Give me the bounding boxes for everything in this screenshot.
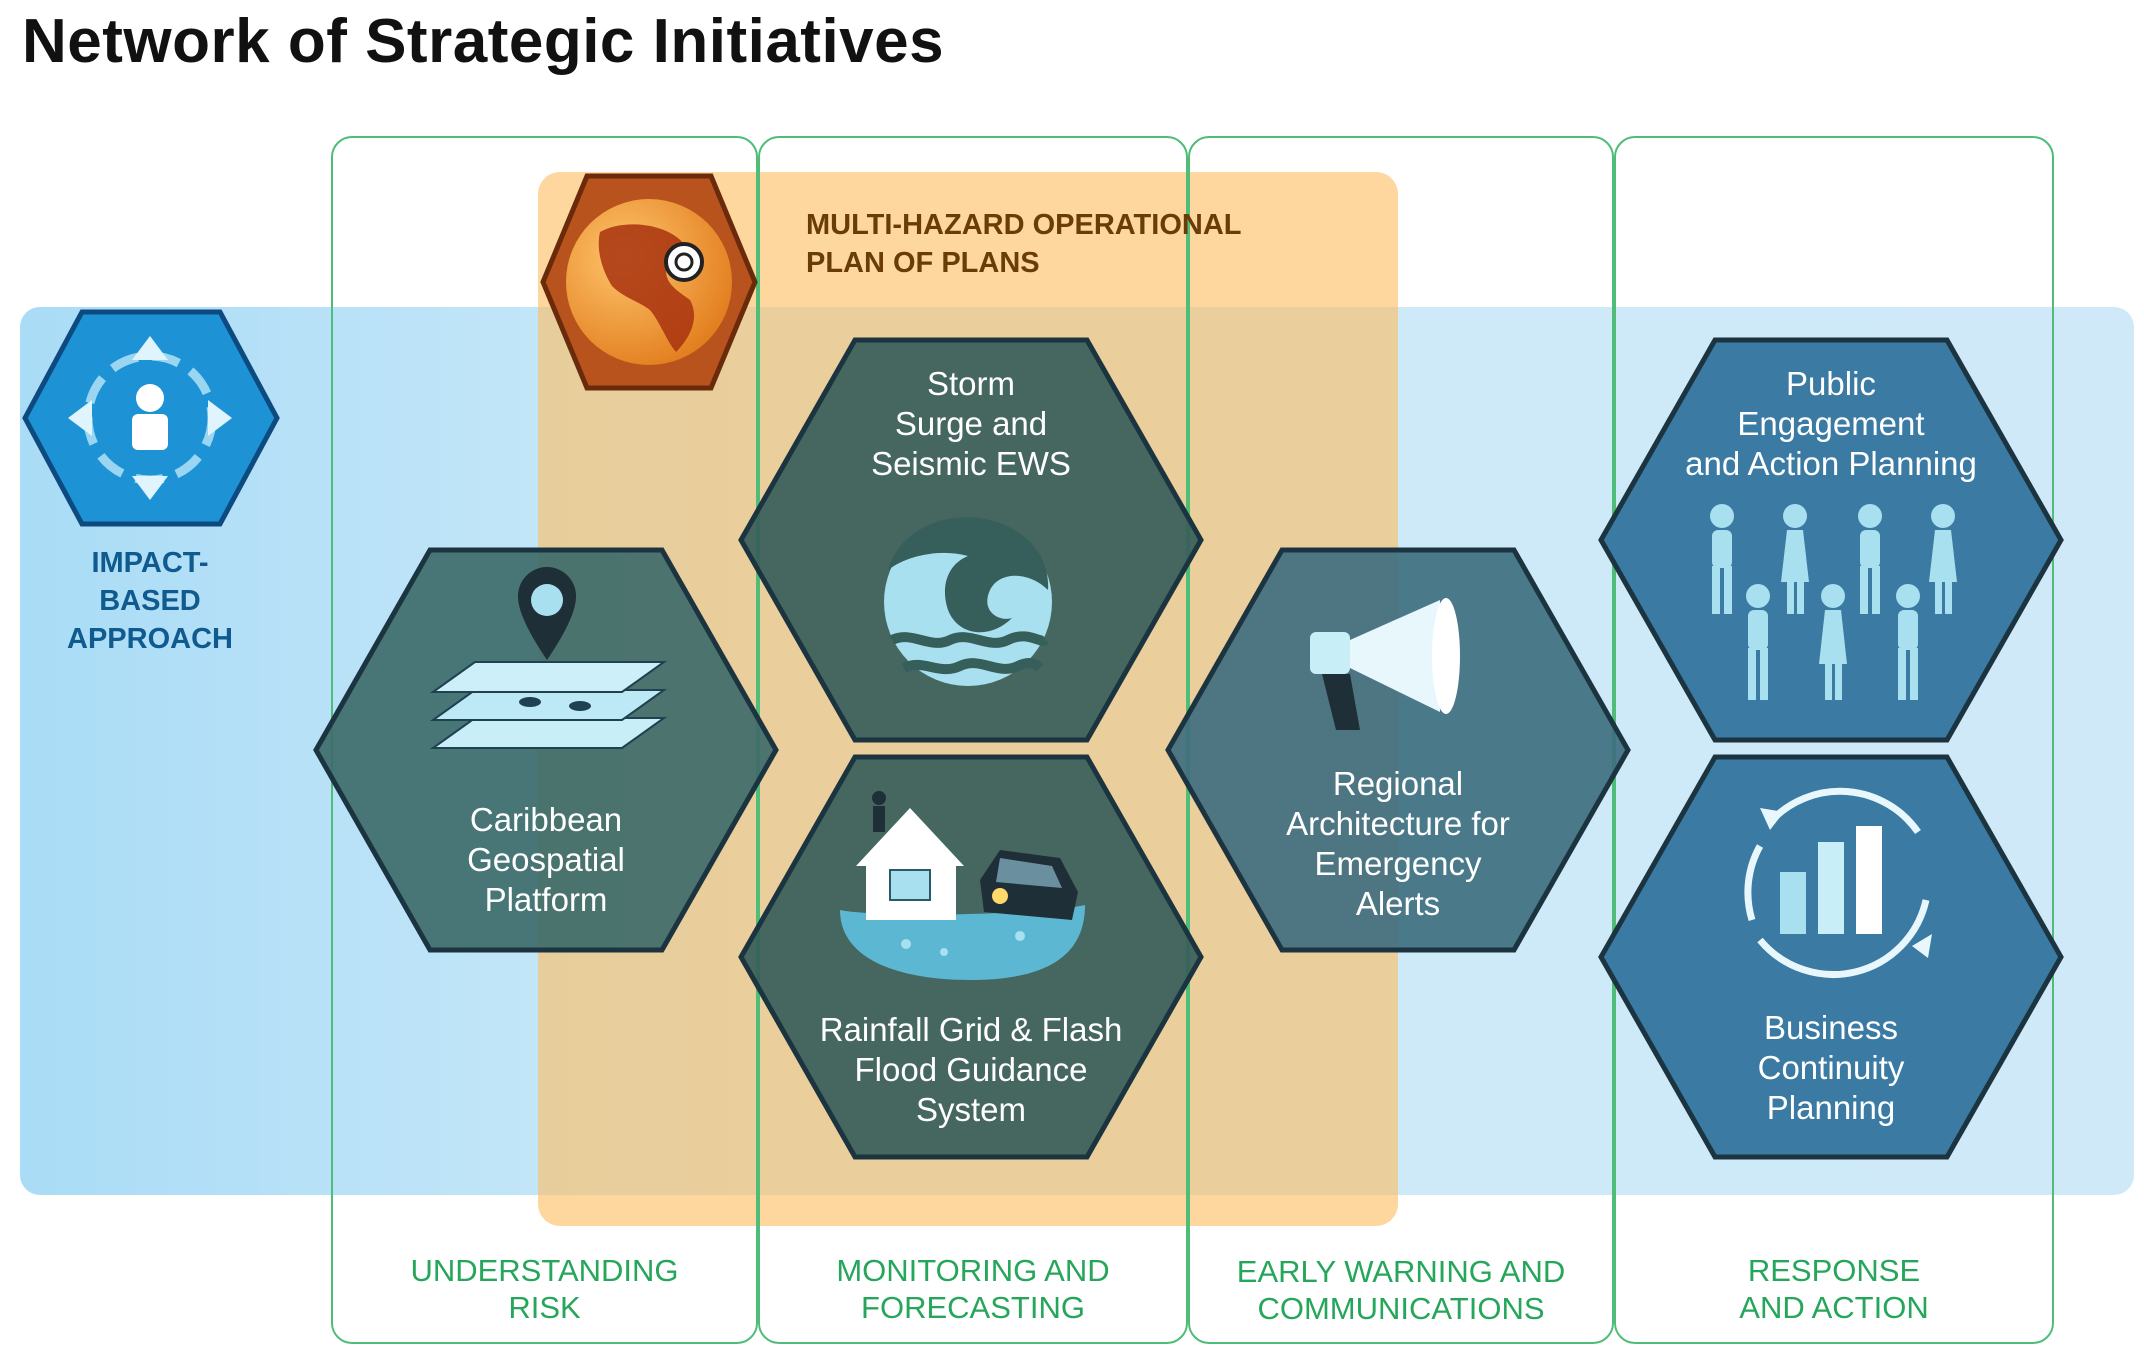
column-label-response: RESPONSE AND ACTION [1739, 1253, 1929, 1325]
hex-regional-alerts[interactable] [1165, 547, 1631, 953]
wave-icon [884, 517, 1052, 686]
multi-hazard-plan-label: MULTI-HAZARD OPERATIONAL PLAN OF PLANS [806, 209, 1242, 279]
column-label-early-warning: EARLY WARNING AND COMMUNICATIONS [1236, 1254, 1566, 1326]
bar-chart-cycle-icon [1744, 787, 1932, 978]
column-label-understanding-risk: UNDERSTANDING RISK [410, 1253, 679, 1325]
storm-surge-label: Storm Surge and Seismic EWS [871, 365, 1071, 482]
user-arrows-icon [22, 309, 280, 527]
impact-based-approach-label: IMPACT- BASED APPROACH [67, 547, 233, 655]
page-title: Network of Strategic Initiatives [22, 7, 945, 76]
hex-public-engagement[interactable] [1598, 337, 2064, 743]
megaphone-icon [1310, 598, 1460, 730]
public-engagement-label: Public Engagement and Action Planning [1685, 365, 1977, 482]
rainfall-grid-label: Rainfall Grid & Flash Flood Guidance Sys… [819, 1011, 1123, 1128]
caribbean-geospatial-label: Caribbean Geospatial Platform [467, 801, 625, 918]
hex-business-continuity[interactable] [1598, 754, 2064, 1160]
column-label-monitoring: MONITORING AND FORECASTING [836, 1253, 1110, 1325]
business-continuity-label: Business Continuity Planning [1757, 1009, 1905, 1126]
flood-house-icon [840, 791, 1085, 980]
globe-icon [540, 173, 758, 391]
people-icon [1710, 504, 1957, 700]
regional-alerts-label: Regional Architecture for Emergency Aler… [1286, 765, 1510, 922]
hex-caribbean-geospatial[interactable] [313, 547, 779, 953]
map-layers-icon [429, 567, 668, 749]
